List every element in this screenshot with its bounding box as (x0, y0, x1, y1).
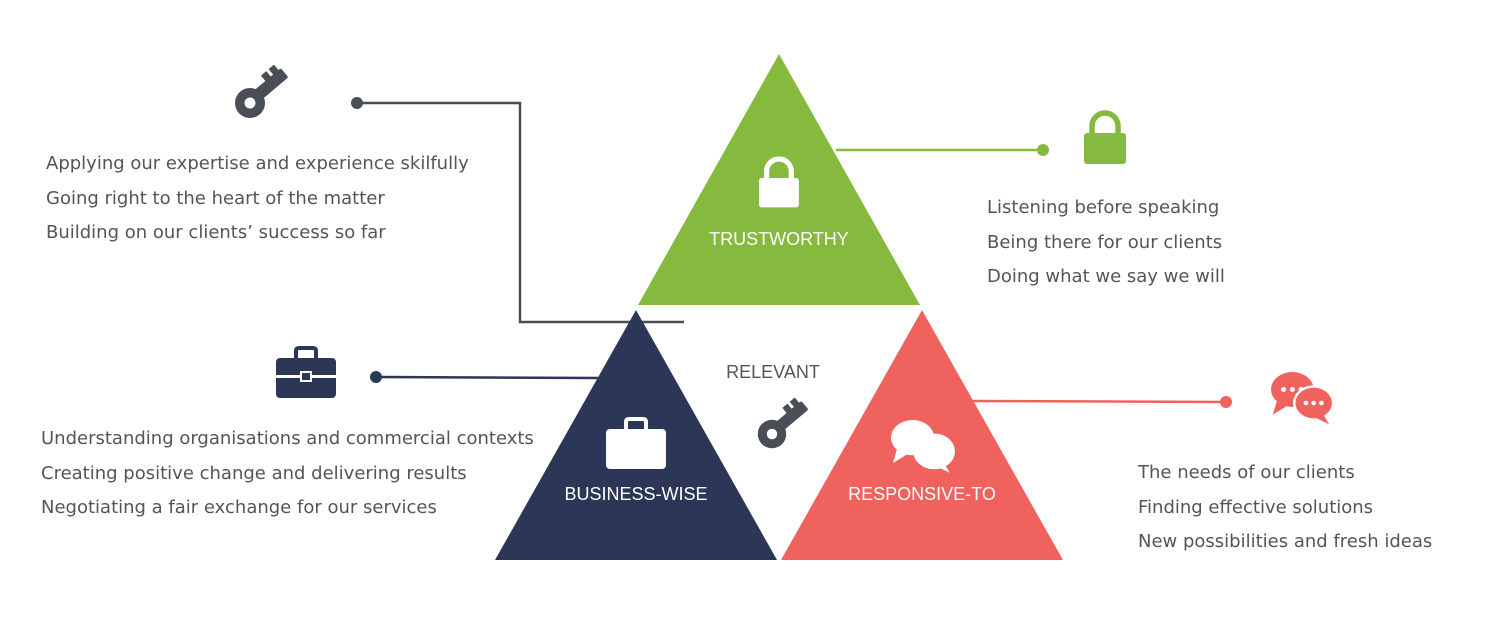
key-icon (757, 397, 809, 449)
business-wise-list: Understanding organisations and commerci… (41, 422, 534, 526)
label-responsive-to: RESPONSIVE-TO (848, 484, 996, 504)
list-item: Doing what we say we will (987, 266, 1225, 287)
list-item: Understanding organisations and commerci… (41, 428, 534, 449)
lock-icon (1084, 113, 1126, 164)
connector-responsive (972, 396, 1232, 408)
list-item: Finding effective solutions (1138, 496, 1374, 518)
list-item: Being there for our clients (987, 231, 1223, 253)
trustworthy-list: Listening before speaking Being there fo… (987, 191, 1225, 295)
list-item: Applying our expertise and experience sk… (46, 153, 469, 174)
responsive-to-list: The needs of our clients Finding effecti… (1138, 456, 1432, 560)
briefcase-icon (274, 346, 338, 400)
connector-business (370, 371, 599, 383)
list-item: Creating positive change and delivering … (41, 462, 467, 484)
list-item: Negotiating a fair exchange for our serv… (41, 497, 437, 518)
label-trustworthy: TRUSTWORTHY (709, 229, 849, 249)
list-item: Building on our clients’ success so far (46, 222, 386, 243)
relevant-list: Applying our expertise and experience sk… (46, 147, 469, 251)
key-icon (235, 64, 289, 118)
label-relevant: RELEVANT (726, 362, 820, 382)
label-business-wise: BUSINESS-WISE (564, 484, 707, 504)
list-item: Going right to the heart of the matter (46, 187, 385, 209)
list-item: New possibilities and fresh ideas (1138, 531, 1433, 552)
list-item: Listening before speaking (987, 197, 1220, 218)
connector-trustworthy (836, 144, 1049, 156)
list-item: The needs of our clients (1138, 462, 1355, 483)
connector-relevant (351, 97, 684, 324)
chat-bubbles-icon (1269, 370, 1335, 426)
